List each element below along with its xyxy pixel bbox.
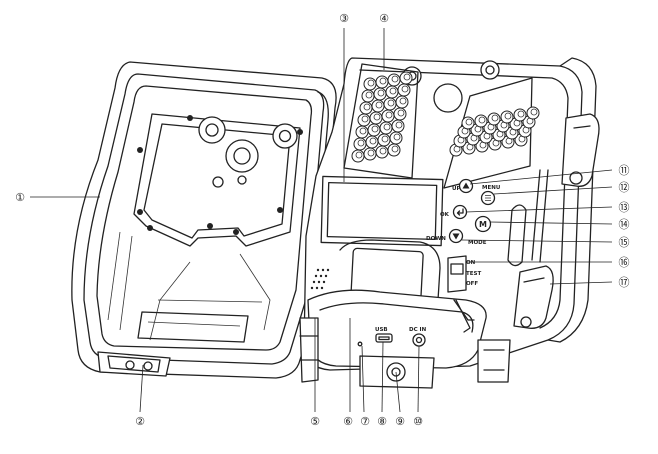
callout-12: ⑫ xyxy=(619,181,630,194)
callout-6: ⑥ xyxy=(343,415,353,428)
ok-button[interactable] xyxy=(452,204,468,220)
ir-led-lens xyxy=(369,137,377,145)
switch-on-label: ON xyxy=(466,260,476,266)
down-button[interactable] xyxy=(448,228,464,244)
ir-led-lens xyxy=(355,151,363,159)
ir-led-array-left xyxy=(351,71,413,163)
callout-2: ② xyxy=(135,415,145,428)
ir-led-lens xyxy=(530,108,538,116)
ir-led-array-right xyxy=(449,106,540,157)
menu-button[interactable] xyxy=(480,190,496,206)
callout-4: ④ xyxy=(379,12,389,25)
up-button[interactable] xyxy=(458,178,474,194)
callout-16: ⑯ xyxy=(619,256,630,269)
ir-led-lens xyxy=(367,149,375,157)
ir-led-lens xyxy=(361,115,369,123)
ir-led-lens xyxy=(379,147,387,155)
ir-led-lens xyxy=(381,135,389,143)
ir-led-lens xyxy=(391,145,399,153)
callout-13: ⑬ xyxy=(619,201,630,214)
ir-led-lens xyxy=(517,110,525,118)
ir-led-lens xyxy=(504,112,512,120)
switch-test-label: TEST xyxy=(466,271,481,277)
ir-led-lens xyxy=(389,87,397,95)
mode-label: MODE xyxy=(468,240,487,246)
ir-led-lens xyxy=(371,125,379,133)
callout-7: ⑦ xyxy=(360,415,370,428)
ir-led-lens xyxy=(373,113,381,121)
callout-labels: ① ② ③ ④ ⑤ ⑥ ⑦ ⑧ ⑨ ⑩ ⑪ ⑫ ⑬ ⑭ ⑮ ⑯ ⑰ xyxy=(15,12,629,428)
mode-button[interactable]: M xyxy=(474,215,492,233)
ir-led-lens xyxy=(401,85,409,93)
down-label: DOWN xyxy=(426,236,446,242)
ir-led-lens xyxy=(385,111,393,119)
callout-11: ⑪ xyxy=(619,164,630,177)
usb-label: USB xyxy=(375,327,388,333)
ir-led-lens xyxy=(393,133,401,141)
ir-led-lens xyxy=(365,91,373,99)
ir-led-lens xyxy=(375,101,383,109)
ir-led-lens xyxy=(491,114,499,122)
mode-button-label: M xyxy=(479,220,487,229)
ir-led-lens xyxy=(379,77,387,85)
up-label: UP xyxy=(452,186,461,192)
callout-17: ⑰ xyxy=(619,276,630,289)
ir-led-lens xyxy=(363,103,371,111)
ir-led-lens xyxy=(478,116,486,124)
dc-in-label: DC IN xyxy=(409,327,427,333)
ir-led-lens xyxy=(357,139,365,147)
ir-led-lens xyxy=(377,89,385,97)
switch-off-label: OFF xyxy=(466,281,478,287)
menu-label: MENU xyxy=(482,185,500,191)
control-panel: M UP MENU OK DOWN MODE ON TEST OFF USB D… xyxy=(375,178,500,333)
callout-14: ⑭ xyxy=(619,218,630,231)
ir-led-lens xyxy=(465,118,473,126)
callout-3: ③ xyxy=(339,12,349,25)
ok-label: OK xyxy=(440,212,450,218)
ir-led-lens xyxy=(359,127,367,135)
ir-led-lens xyxy=(367,79,375,87)
speaker-grille xyxy=(310,268,330,290)
callout-10: ⑩ xyxy=(413,415,423,428)
ir-led-lens xyxy=(391,75,399,83)
leader-lines xyxy=(30,28,613,413)
callout-5: ⑤ xyxy=(310,415,320,428)
ir-led-lens xyxy=(399,97,407,105)
callout-9: ⑨ xyxy=(395,415,405,428)
ir-led-lens xyxy=(403,73,411,81)
ir-led-lens xyxy=(397,109,405,117)
callout-8: ⑧ xyxy=(377,415,387,428)
ir-led-lens xyxy=(383,123,391,131)
callout-15: ⑮ xyxy=(619,236,630,249)
callout-1: ① xyxy=(15,191,25,204)
back-cover xyxy=(71,61,337,379)
ir-led-lens xyxy=(387,99,395,107)
ir-led-lens xyxy=(395,121,403,129)
